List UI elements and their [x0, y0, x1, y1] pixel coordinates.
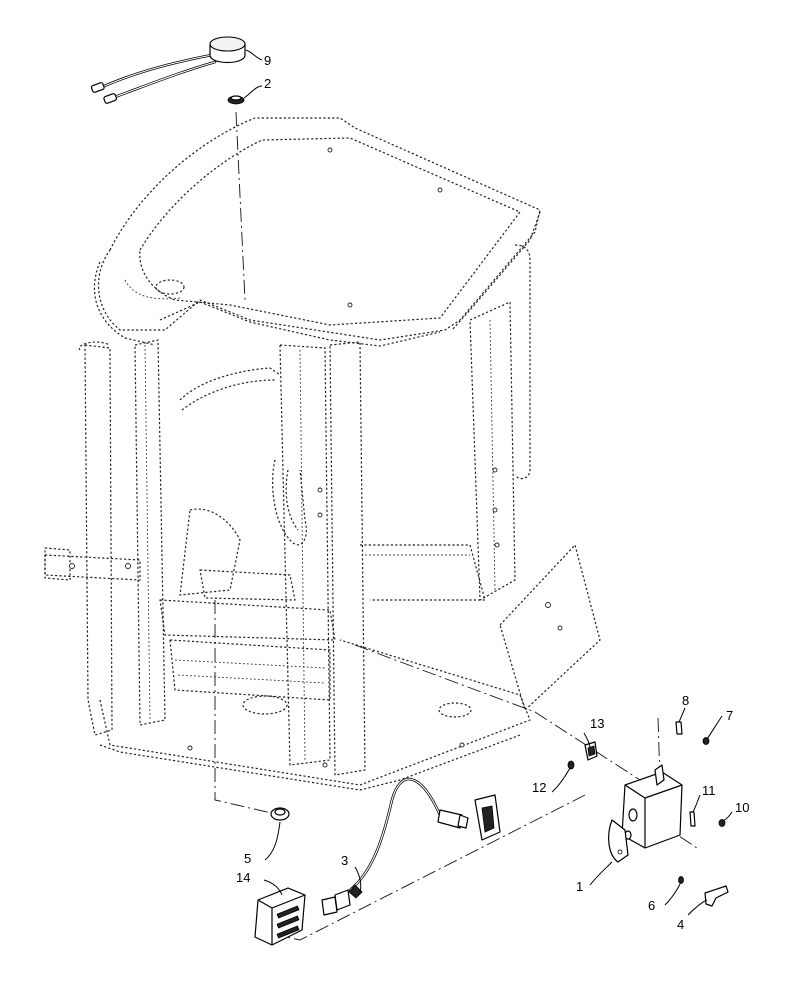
part-2-grommet — [227, 95, 245, 105]
callout-4: 4 — [677, 917, 684, 932]
callout-2: 2 — [264, 76, 271, 91]
callout-11: 11 — [702, 783, 716, 798]
callout-1: 1 — [576, 879, 583, 894]
part-12-nut — [567, 760, 575, 770]
part-connector-plug — [474, 794, 501, 841]
callout-5: 5 — [244, 851, 251, 866]
roof-grommet-hole — [155, 279, 185, 295]
part-1-bracket — [608, 764, 683, 863]
leader-lines — [243, 49, 733, 916]
callout-12: 12 — [532, 780, 546, 795]
part-13-clip — [584, 741, 598, 761]
part-4-tab — [704, 885, 729, 907]
part-7-nut — [702, 737, 710, 745]
cab-frame — [44, 117, 601, 791]
callout-6: 6 — [648, 898, 655, 913]
part-5-clip — [270, 807, 290, 821]
callouts: 9 2 5 3 14 1 4 6 12 13 8 7 11 10 — [236, 53, 749, 932]
part-6-pin — [678, 876, 684, 884]
callout-14: 14 — [236, 870, 250, 885]
part-3-cable — [321, 777, 469, 916]
part-8-bolt — [675, 721, 683, 735]
part-14-module — [254, 887, 306, 946]
part-9-dome-sensor — [90, 36, 246, 104]
callout-7: 7 — [726, 708, 733, 723]
callout-8: 8 — [682, 693, 689, 708]
callout-13: 13 — [590, 716, 604, 731]
callout-9: 9 — [264, 53, 271, 68]
callout-3: 3 — [341, 853, 348, 868]
callout-10: 10 — [735, 800, 749, 815]
part-11-screw — [689, 811, 696, 827]
